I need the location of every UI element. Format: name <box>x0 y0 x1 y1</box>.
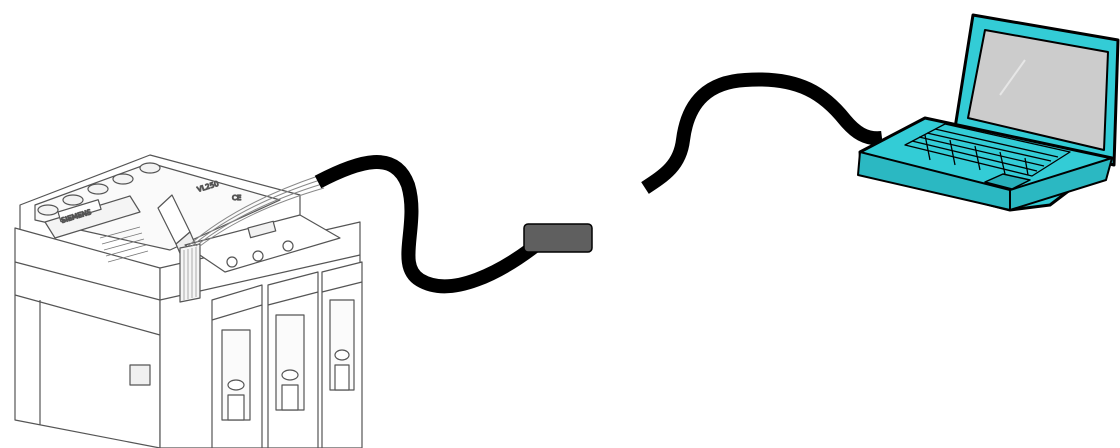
terminal-poles <box>211 261 363 448</box>
laptop-keyboard <box>904 123 1071 177</box>
data-cable <box>314 155 550 294</box>
mounting-holes <box>37 162 161 216</box>
trip-unit <box>184 214 341 273</box>
laptop <box>857 13 1120 212</box>
ribbon-connector <box>179 175 325 303</box>
ce-mark: CE <box>232 194 241 202</box>
laptop-screen <box>967 29 1109 151</box>
laptop-cable <box>641 72 883 194</box>
adapter-module <box>523 223 593 253</box>
circuit-breaker: SIEMENS VL250 CE <box>14 154 363 448</box>
laptop-touchpad <box>984 173 1031 190</box>
